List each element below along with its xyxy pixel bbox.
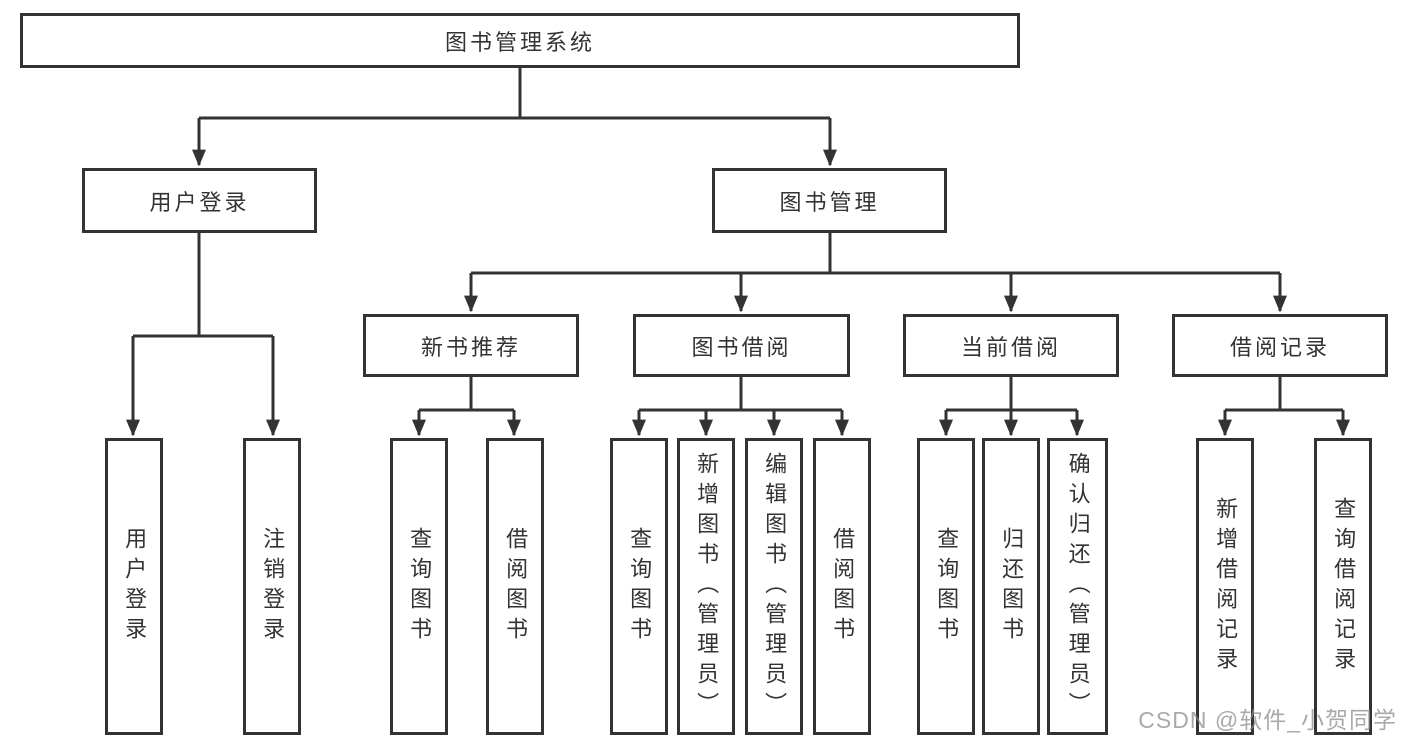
node-label: 图书管理	[779, 189, 880, 215]
node-label: 查询图书	[627, 526, 653, 647]
node-label: 借阅图书	[830, 526, 856, 647]
node-label: 查询借阅记录	[1331, 496, 1357, 677]
node-current-borrow: 当前借阅	[903, 314, 1119, 377]
node-label: 确认归还（管理员）	[1065, 451, 1091, 722]
node-label: 图书借阅	[691, 334, 792, 360]
leaf-return-books: 归还图书	[982, 438, 1040, 735]
leaf-query-books-recommend: 查询图书	[390, 438, 448, 735]
leaf-edit-books-admin: 编辑图书（管理员）	[745, 438, 803, 735]
node-label: 归还图书	[999, 526, 1025, 647]
node-label: 用户登录	[122, 526, 148, 647]
node-user-login: 用户登录	[82, 168, 317, 233]
node-label: 当前借阅	[960, 334, 1061, 360]
node-label: 编辑图书（管理员）	[762, 451, 788, 722]
leaf-logout: 注销登录	[243, 438, 301, 735]
node-book-management: 图书管理	[712, 168, 947, 233]
leaf-query-books-current: 查询图书	[917, 438, 975, 735]
node-book-borrow: 图书借阅	[633, 314, 850, 377]
connector-segments	[126, 68, 1350, 437]
node-new-book-recommend: 新书推荐	[363, 314, 579, 377]
leaf-user-login: 用户登录	[105, 438, 163, 735]
leaf-add-borrow-record: 新增借阅记录	[1196, 438, 1254, 735]
node-label: 借阅图书	[503, 526, 529, 647]
node-label: 借阅记录	[1229, 334, 1330, 360]
node-label: 新增图书（管理员）	[694, 451, 720, 722]
node-label: 用户登录	[149, 189, 250, 215]
node-label: 查询图书	[407, 526, 433, 647]
node-label: 图书管理系统	[444, 29, 595, 55]
node-label: 新增借阅记录	[1213, 496, 1239, 677]
leaf-borrow-books-recommend: 借阅图书	[486, 438, 544, 735]
node-library-management-system: 图书管理系统	[20, 13, 1020, 68]
leaf-query-books-borrow: 查询图书	[610, 438, 668, 735]
node-borrow-records: 借阅记录	[1172, 314, 1388, 377]
node-label: 查询图书	[934, 526, 960, 647]
leaf-borrow-books: 借阅图书	[813, 438, 871, 735]
node-label: 注销登录	[260, 526, 286, 647]
node-label: 新书推荐	[420, 334, 521, 360]
leaf-confirm-return-admin: 确认归还（管理员）	[1047, 438, 1108, 735]
leaf-add-books-admin: 新增图书（管理员）	[677, 438, 735, 735]
leaf-query-borrow-record: 查询借阅记录	[1314, 438, 1372, 735]
